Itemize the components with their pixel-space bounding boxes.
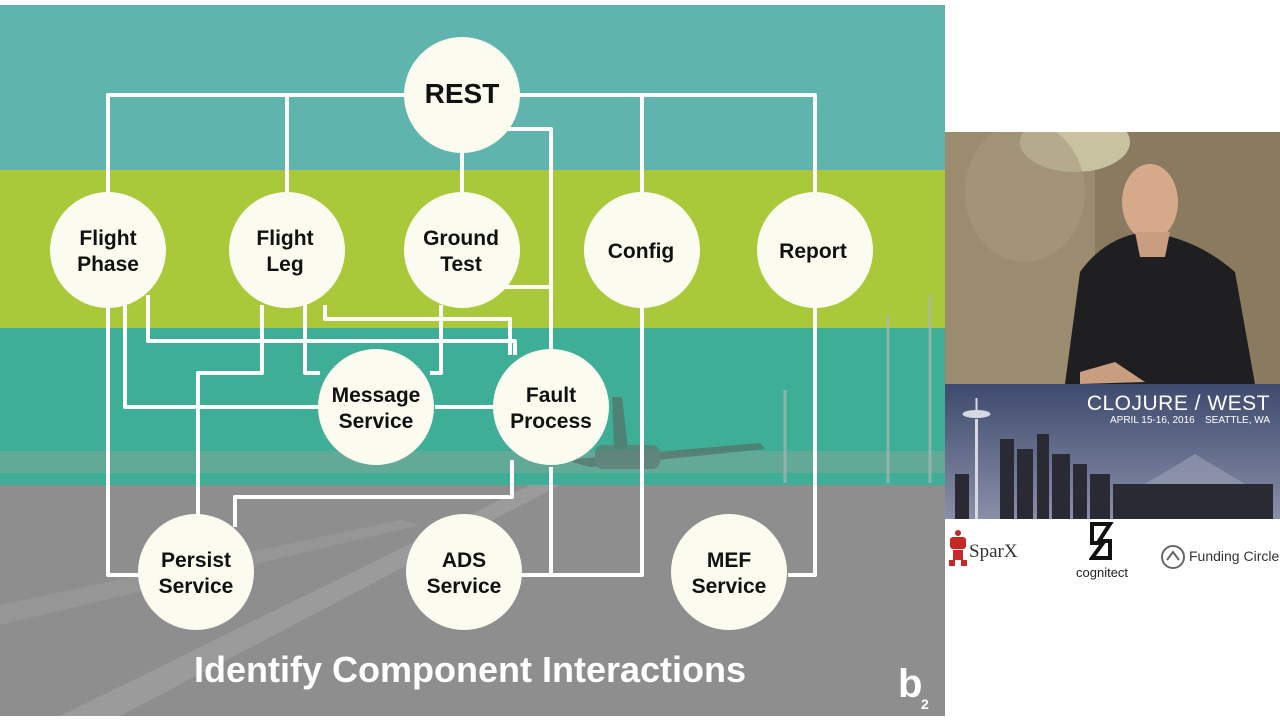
conference-location: SEATTLE, WA: [1204, 415, 1270, 426]
node-config: Config: [584, 192, 700, 308]
node-label: Service: [339, 410, 414, 433]
node-label: Service: [159, 575, 234, 598]
node-flight-phase: Flight Phase: [50, 192, 166, 308]
speaker-video: [945, 132, 1280, 384]
node-label: Config: [608, 240, 674, 263]
robot-icon: [949, 530, 967, 566]
node-persist-service: Persist Service: [138, 514, 254, 630]
node-label: Ground: [423, 227, 499, 250]
space-needle-icon: [962, 398, 991, 519]
conference-banner: CLOJURE / WEST APRIL 15-16, 2016 SEATTLE…: [945, 384, 1280, 519]
svg-text:b: b: [898, 662, 922, 706]
sponsor-funding-circle: Funding Circle: [1160, 544, 1280, 574]
node-ground-test: Ground Test: [404, 192, 520, 308]
seattle-skyline-image: [945, 384, 1280, 519]
node-flight-leg: Flight Leg: [229, 192, 345, 308]
node-label: Flight: [79, 227, 136, 250]
node-mef-service: MEF Service: [671, 514, 787, 630]
node-label: Process: [510, 410, 592, 433]
conference-dates: APRIL 15-16, 2016: [1110, 415, 1195, 426]
slide-title: Identify Component Interactions: [194, 649, 746, 690]
slide: REST Flight Phase Flight Leg Ground Test…: [0, 5, 945, 716]
node-label: MEF: [707, 549, 752, 572]
node-report: Report: [757, 192, 873, 308]
node-label: Phase: [77, 253, 139, 276]
node-rest: REST: [404, 37, 520, 153]
node-label: Service: [692, 575, 767, 598]
sponsor-cognitect: cognitect: [1070, 519, 1150, 581]
node-label: REST: [425, 78, 500, 109]
sponsor-name: SparX: [969, 541, 1018, 562]
node-label: Flight: [256, 227, 313, 250]
node-fault-process: Fault Process: [493, 349, 609, 465]
sponsor-logos: SparX cognitect Funding Circle: [945, 519, 1280, 589]
sponsor-name: cognitect: [1076, 565, 1129, 580]
node-label: Test: [440, 253, 482, 276]
light-poles: [783, 295, 932, 483]
connector-lines: [106, 93, 817, 577]
node-label: Message: [332, 384, 421, 407]
conference-name: CLOJURE / WEST: [1086, 392, 1270, 415]
node-label: Fault: [526, 384, 576, 407]
node-label: Report: [779, 240, 847, 263]
node-label: Leg: [266, 253, 303, 276]
skyline-silhouette: [0, 451, 945, 473]
node-label: ADS: [442, 549, 486, 572]
sponsor-name: Funding Circle: [1189, 548, 1280, 564]
funding-circle-logo-icon: [1161, 545, 1185, 569]
svg-text:2: 2: [921, 696, 929, 712]
b2-logo-icon: b 2: [898, 662, 929, 712]
node-label: Service: [427, 575, 502, 598]
node-ads-service: ADS Service: [406, 514, 522, 630]
node-label: Persist: [161, 549, 231, 572]
sponsor-sparx: SparX: [945, 529, 1045, 569]
node-message-service: Message Service: [318, 349, 434, 465]
cognitect-logo-icon: [1089, 522, 1114, 560]
speaker-camera-feed: [945, 132, 1280, 384]
architecture-diagram: REST Flight Phase Flight Leg Ground Test…: [0, 5, 945, 716]
